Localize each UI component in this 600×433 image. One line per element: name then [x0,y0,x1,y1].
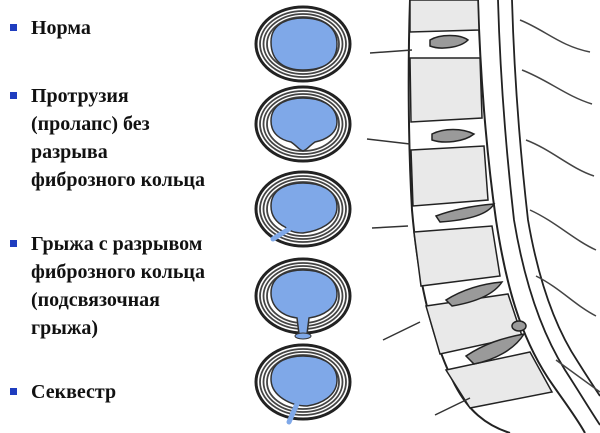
legend-item-norm: Норма [10,14,91,42]
posterior-structures [519,19,600,393]
legend-item-protrusion: Протрузия (пролапс) без разрыва фиброзно… [10,82,205,194]
disc-subligamentous [254,257,352,340]
bullet-icon [10,240,17,247]
bullet-icon [10,24,17,31]
legend-item-sequester: Секвестр [10,378,116,406]
section-discs [429,34,527,365]
disc-protrusion [254,85,352,163]
legend-label-protrusion: Протрузия (пролапс) без разрыва фиброзно… [31,85,205,191]
legend-label-norm: Норма [31,17,91,39]
legend-item-hernia: Грыжа с разрывом фиброзного кольца (подс… [10,230,205,342]
legend: Норма Протрузия (пролапс) без разрыва фи… [0,0,250,433]
disc-hernia [254,170,352,248]
legend-label-sequester: Секвестр [31,381,117,403]
bullet-icon [10,92,17,99]
legend-label-hernia: Грыжа с разрывом фиброзного кольца (подс… [31,233,205,339]
bullet-icon [10,388,17,395]
disc-sequester [254,343,352,425]
disc-normal [254,5,352,83]
leader-lines [366,49,471,416]
vertebral-bodies [409,0,554,409]
